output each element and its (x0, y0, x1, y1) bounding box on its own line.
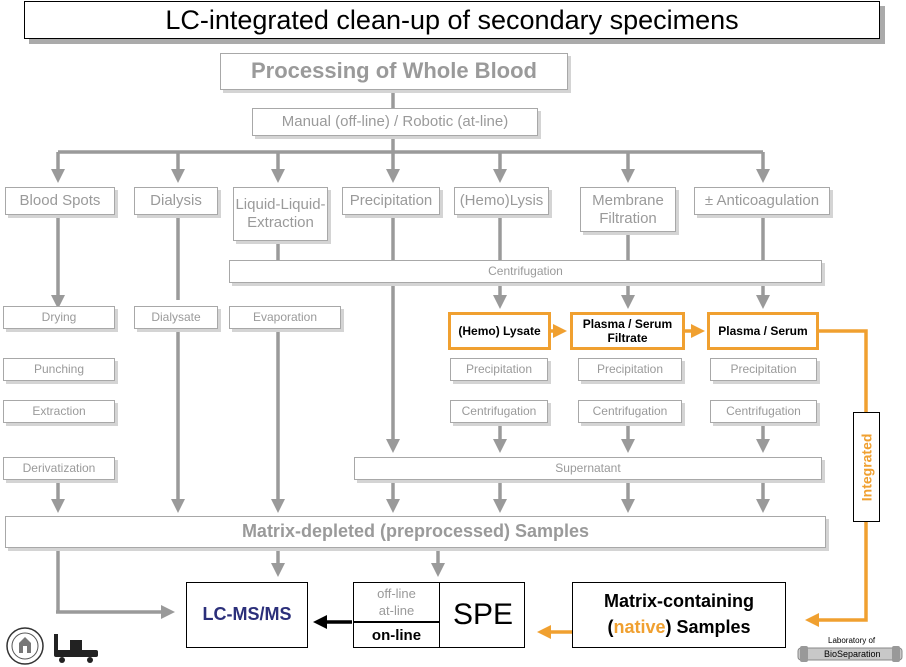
integrated-label: Integrated (853, 412, 880, 522)
spe-atline: at-line (378, 603, 415, 618)
lysate-precipitation: Precipitation (450, 358, 548, 381)
step-dialysate: Dialysate (134, 306, 218, 329)
laboratory-logo: Laboratory of BioSeparation (796, 634, 904, 666)
university-seal-logo (6, 627, 44, 665)
spe-divider (354, 621, 439, 623)
step-derivatization: Derivatization (3, 457, 115, 480)
column-icon (797, 646, 903, 662)
whole-blood-processing-box: Processing of Whole Blood (220, 53, 568, 90)
manual-robotic-box: Manual (off-line) / Robotic (at-line) (252, 108, 538, 136)
method-hemolysis: (Hemo)Lysis (454, 187, 549, 215)
lab-line2: BioSeparation (824, 649, 881, 659)
instrument-logo (54, 634, 98, 663)
spe-online: on-line (371, 627, 422, 644)
spe-box: off-line at-line on-line SPE (353, 582, 525, 648)
step-drying: Drying (3, 306, 115, 329)
method-anticoagulation: ± Anticoagulation (694, 187, 830, 215)
serum-precipitation: Precipitation (710, 358, 817, 381)
method-membrane-filtration: Membrane Filtration (580, 187, 676, 232)
native-label: native (613, 617, 666, 637)
product-plasma-serum: Plasma / Serum (707, 312, 819, 350)
matrix-containing-line2: (native) Samples (607, 617, 751, 637)
matrix-containing-line1: Matrix-containing (603, 591, 754, 612)
method-liquid-liquid-extraction: Liquid-Liquid-Extraction (233, 187, 328, 241)
product-hemo-lysate: (Hemo) Lysate (448, 312, 551, 350)
filtrate-centrifugation: Centrifugation (578, 400, 682, 423)
matrix-containing-samples: Matrix-containing (native) Samples (572, 582, 786, 648)
lab-line1: Laboratory of (828, 636, 876, 645)
step-extraction: Extraction (3, 400, 115, 423)
product-plasma-serum-filtrate: Plasma / Serum Filtrate (570, 312, 685, 350)
method-blood-spots: Blood Spots (5, 187, 115, 215)
matrix-depleted-samples: Matrix-depleted (preprocessed) Samples (5, 516, 826, 548)
step-evaporation: Evaporation (229, 306, 341, 329)
serum-centrifugation: Centrifugation (710, 400, 817, 423)
centrifugation-band: Centrifugation (229, 260, 822, 283)
filtrate-precipitation: Precipitation (578, 358, 682, 381)
lysate-centrifugation: Centrifugation (450, 400, 548, 423)
lc-ms-ms-box: LC-MS/MS (186, 582, 308, 648)
step-punching: Punching (3, 358, 115, 381)
diagram-title: LC-integrated clean-up of secondary spec… (24, 1, 880, 39)
method-dialysis: Dialysis (134, 187, 218, 215)
supernatant-band: Supernatant (354, 457, 822, 480)
method-precipitation: Precipitation (342, 187, 440, 215)
spe-offline: off-line (377, 586, 416, 601)
spe-label: SPE (452, 598, 514, 631)
